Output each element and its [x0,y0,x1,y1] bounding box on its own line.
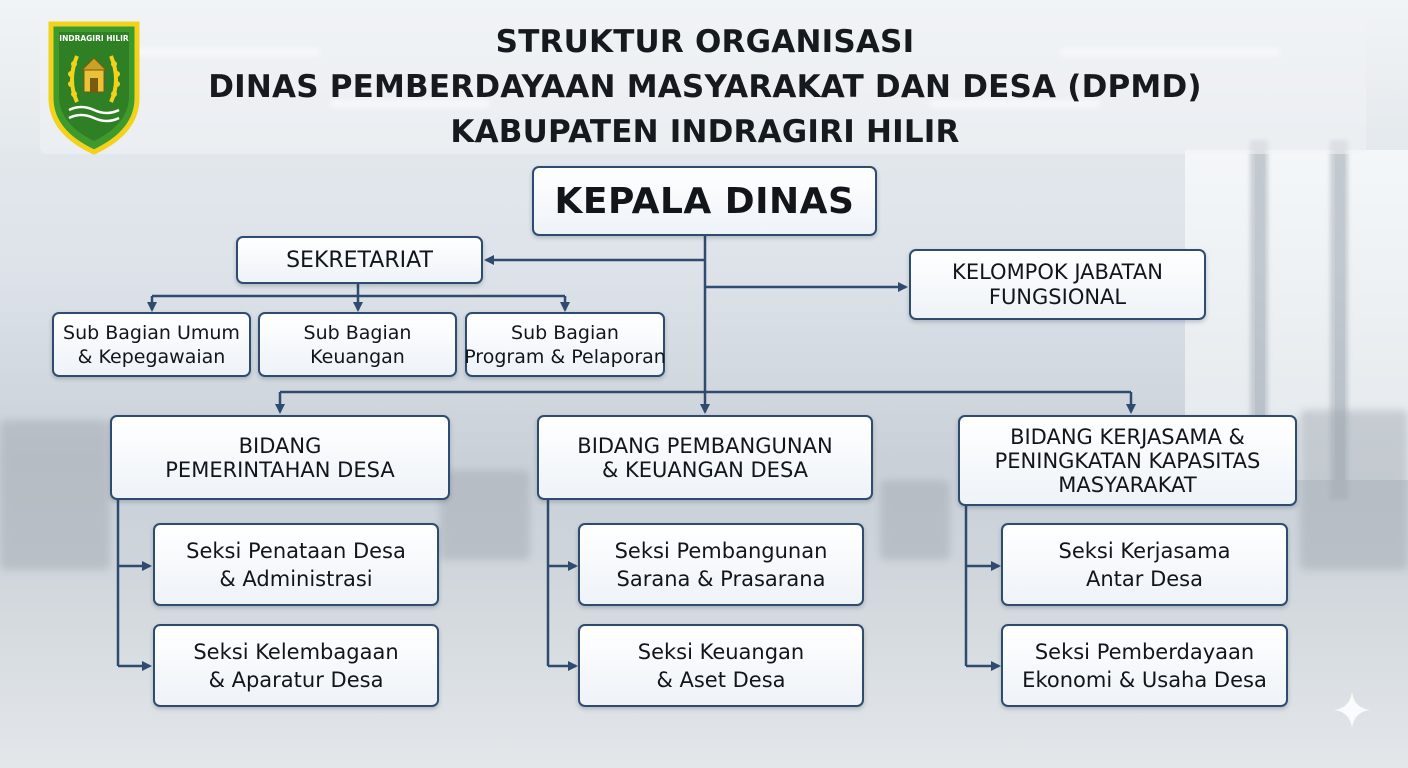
desk [880,480,950,560]
bidang-line-1: BIDANG PEMBANGUNAN [577,433,833,458]
title-line-2: DINAS PEMBERDAYAAN MASYARAKAT DAN DESA (… [208,69,1202,105]
kelompok-line-2: FUNGSIONAL [988,284,1127,309]
kelompok-jabatan-fungsional-box: KELOMPOK JABATAN FUNGSIONAL [909,249,1206,320]
seksi-line-2: Sarana & Prasarana [616,566,826,591]
seksi-box-kelembagaan: Seksi Kelembagaan & Aparatur Desa [153,624,439,707]
seksi-box-kerjasama-antar-desa: Seksi Kerjasama Antar Desa [1001,523,1288,606]
bidang-box-kerjasama: BIDANG KERJASAMA & PENINGKATAN KAPASITAS… [958,415,1297,506]
seksi-box-pemberdayaan-ekonomi: Seksi Pemberdayaan Ekonomi & Usaha Desa [1001,624,1288,707]
seksi-line-1: Seksi Pembangunan [614,538,828,563]
sparkle-icon [1334,692,1370,728]
kelompok-line-1: KELOMPOK JABATAN [952,259,1163,284]
sekretariat-box: SEKRETARIAT [236,236,483,284]
seksi-line-1: Seksi Pemberdayaan [1034,639,1255,664]
desk [0,420,110,570]
window [1345,150,1408,480]
seksi-line-2: & Administrasi [219,566,373,591]
subbagian-line-1: Sub Bagian Umum [63,321,240,344]
subbagian-box-umum: Sub Bagian Umum & Kepegawaian [52,312,251,377]
bidang-box-pemerintahan: BIDANG PEMERINTAHAN DESA [110,415,450,500]
bidang-line-2: PEMERINTAHAN DESA [165,457,395,482]
subbagian-box-keuangan: Sub Bagian Keuangan [258,312,457,377]
bidang-line-1: BIDANG [238,433,322,458]
seksi-line-2: & Aparatur Desa [208,667,384,692]
seksi-box-pembangunan-sarana: Seksi Pembangunan Sarana & Prasarana [578,523,864,606]
bidang-box-pembangunan: BIDANG PEMBANGUNAN & KEUANGAN DESA [537,415,873,500]
logo-text: INDRAGIRI HILIR [59,34,129,43]
desk [1300,410,1408,570]
title-panel [40,14,1366,154]
kepala-dinas-box: KEPALA DINAS [532,166,877,236]
subbagian-line-2: Program & Pelaporan [464,345,666,368]
window-frame [1250,140,1268,500]
desk [440,470,530,560]
seksi-line-2: & Aset Desa [656,667,786,692]
sekretariat-label: SEKRETARIAT [286,247,433,273]
bidang-line-3: MASYARAKAT [1058,472,1197,497]
title-line-1: STRUKTUR ORGANISASI [495,24,915,60]
seksi-box-penataan-desa: Seksi Penataan Desa & Administrasi [153,523,439,606]
seksi-line-2: Antar Desa [1086,566,1203,591]
regency-crest-icon: INDRAGIRI HILIR [48,21,140,155]
subbagian-line-1: Sub Bagian [511,321,619,344]
subbagian-line-2: & Kepegawaian [77,345,226,368]
seksi-box-keuangan-aset: Seksi Keuangan & Aset Desa [578,624,864,707]
page-title: STRUKTUR ORGANISASI DINAS PEMBERDAYAAN M… [190,20,1220,155]
subbagian-line-1: Sub Bagian [303,321,412,344]
seksi-line-1: Seksi Kelembagaan [193,639,399,664]
seksi-line-2: Ekonomi & Usaha Desa [1022,667,1267,692]
seksi-line-1: Seksi Keuangan [637,639,805,664]
bidang-line-2: & KEUANGAN DESA [601,457,809,482]
kepala-dinas-label: KEPALA DINAS [554,180,855,222]
window-frame [1330,140,1348,500]
title-line-3: KABUPATEN INDRAGIRI HILIR [450,114,960,150]
bidang-line-1: BIDANG KERJASAMA & [1010,424,1245,449]
seksi-line-1: Seksi Kerjasama [1058,538,1231,563]
seksi-line-1: Seksi Penataan Desa [186,538,406,563]
subbagian-box-program: Sub Bagian Program & Pelaporan [464,312,666,377]
subbagian-line-2: Keuangan [310,345,405,368]
bidang-line-2: PENINGKATAN KAPASITAS [994,448,1261,473]
